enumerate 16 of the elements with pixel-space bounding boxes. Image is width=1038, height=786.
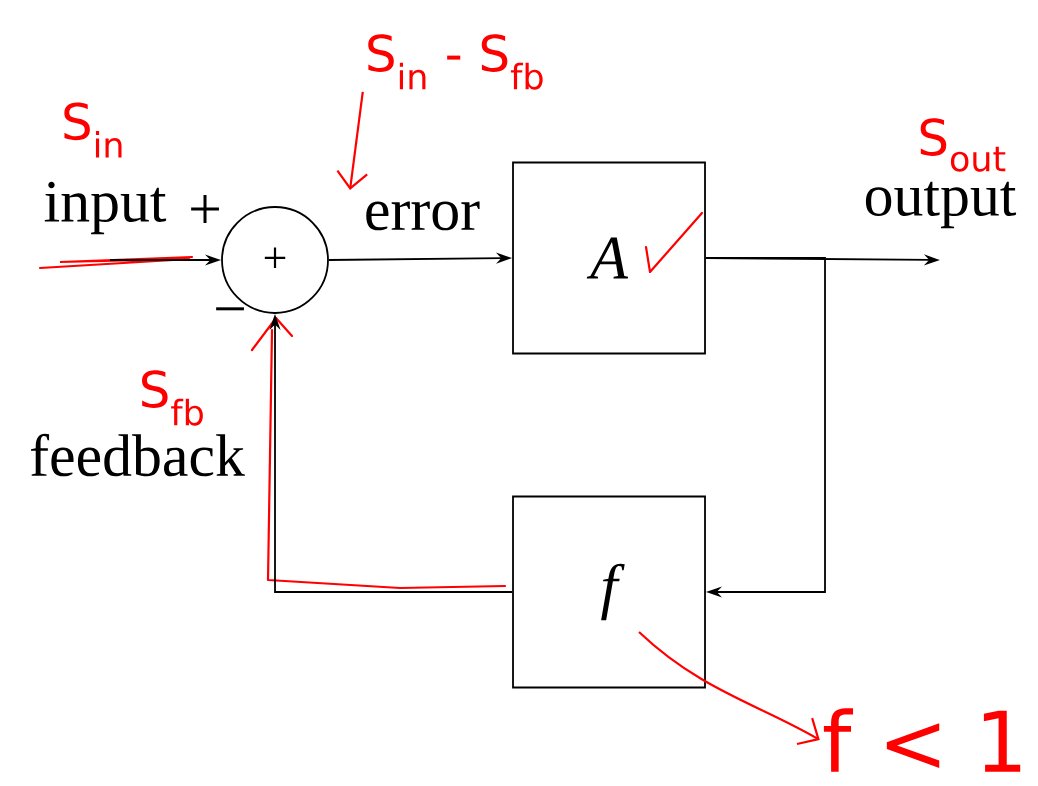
arrow — [638, 631, 820, 746]
edge-label: error — [362, 200, 482, 232]
edge-label: output — [862, 180, 1018, 230]
edge-label: feedback — [28, 432, 246, 478]
sign-label: + — [191, 195, 219, 223]
handwritten-note: S$_{in}$ - S$_{fb}$ — [368, 34, 543, 90]
sign-label: − — [216, 307, 244, 311]
block-box: A — [512, 161, 706, 355]
handwritten-note: S$_{fb}$ — [142, 370, 203, 426]
edge-label: input — [42, 180, 168, 236]
arrow — [336, 91, 368, 190]
handwritten-note: S$_{out}$ — [920, 118, 1006, 172]
arrow — [705, 257, 826, 598]
handwritten-note: f < 1 — [823, 708, 1021, 772]
handwritten-note: S$_{in}$ — [64, 102, 122, 158]
block-box: f — [512, 495, 706, 689]
